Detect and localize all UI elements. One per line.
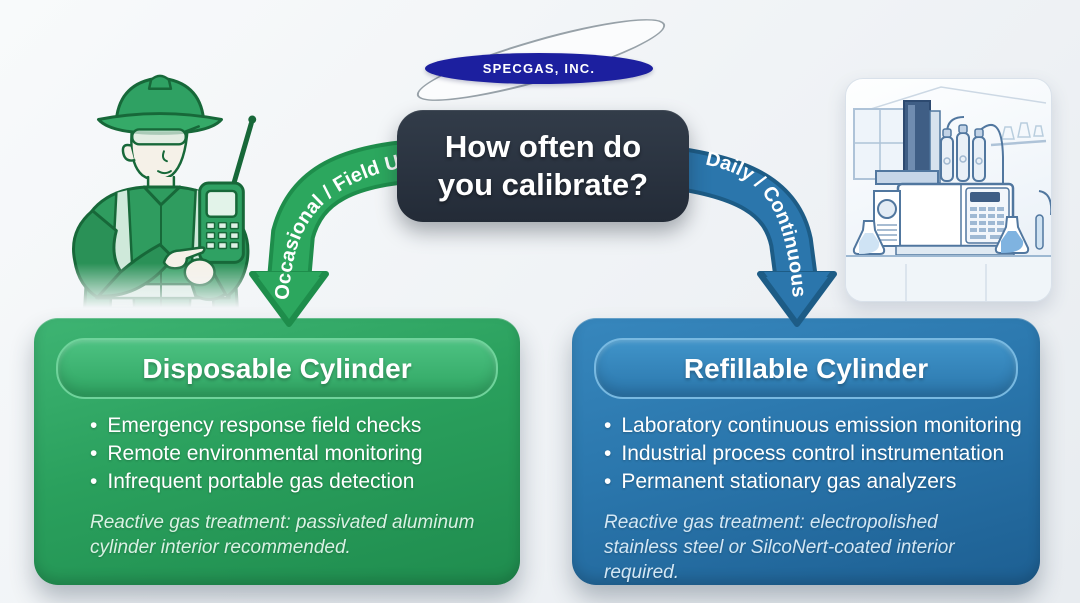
device-screen — [205, 189, 238, 218]
gas-chromatograph-illustration — [846, 86, 1051, 301]
field-technician-illustration — [72, 74, 257, 308]
pointing-hand — [162, 246, 206, 270]
question-box: How often do you calibrate? — [397, 110, 689, 222]
worker-left-arm — [72, 209, 128, 300]
logo-text: SPECGAS, INC. — [482, 61, 596, 76]
gas-cylinders — [940, 116, 1004, 185]
panel-buttons — [970, 207, 1004, 239]
bullet-item: Industrial process control instrumentati… — [604, 440, 1030, 468]
laboratory-illustration-card — [845, 78, 1052, 302]
flasks — [852, 190, 1051, 255]
disposable-treatment-note: Reactive gas treatment: passivated alumi… — [90, 512, 475, 558]
bullet-item: Infrequent portable gas detection — [90, 468, 510, 496]
refillable-card-title: Refillable Cylinder — [683, 352, 929, 384]
gas-detector-device — [198, 115, 257, 264]
question-line-1: How often do — [444, 129, 642, 165]
bullet-item: Permanent stationary gas analyzers — [604, 468, 1030, 496]
bullet-item: Emergency response field checks — [90, 412, 510, 440]
disposable-bullet-list: Emergency response field checks Remote e… — [34, 412, 510, 496]
question-line-2: you calibrate? — [437, 167, 649, 202]
bullet-item: Laboratory continuous emission monitorin… — [604, 412, 1030, 440]
disposable-cylinder-card: Disposable Cylinder Emergency response f… — [34, 318, 520, 585]
refillable-cylinder-card: Refillable Cylinder Laboratory continuou… — [572, 318, 1040, 585]
refillable-bullet-list: Laboratory continuous emission monitorin… — [572, 412, 1030, 496]
bullet-item: Remote environmental monitoring — [90, 440, 510, 468]
device-antenna — [230, 121, 254, 188]
injector-tray — [875, 170, 939, 185]
shelf — [990, 139, 1047, 147]
display — [970, 192, 1000, 202]
holding-hand — [183, 258, 216, 287]
refillable-treatment-note: Reactive gas treatment: electropolished … — [604, 512, 955, 583]
logo-ellipse: SPECGAS, INC. — [425, 53, 653, 84]
safety-glasses — [130, 128, 188, 146]
disposable-card-title: Disposable Cylinder — [142, 352, 412, 384]
disposable-card-header: Disposable Cylinder — [56, 338, 498, 399]
company-logo: SPECGAS, INC. — [400, 4, 680, 116]
right-branch-label: Daily / Continuous — [704, 148, 810, 298]
refillable-card-header: Refillable Cylinder — [594, 338, 1018, 399]
